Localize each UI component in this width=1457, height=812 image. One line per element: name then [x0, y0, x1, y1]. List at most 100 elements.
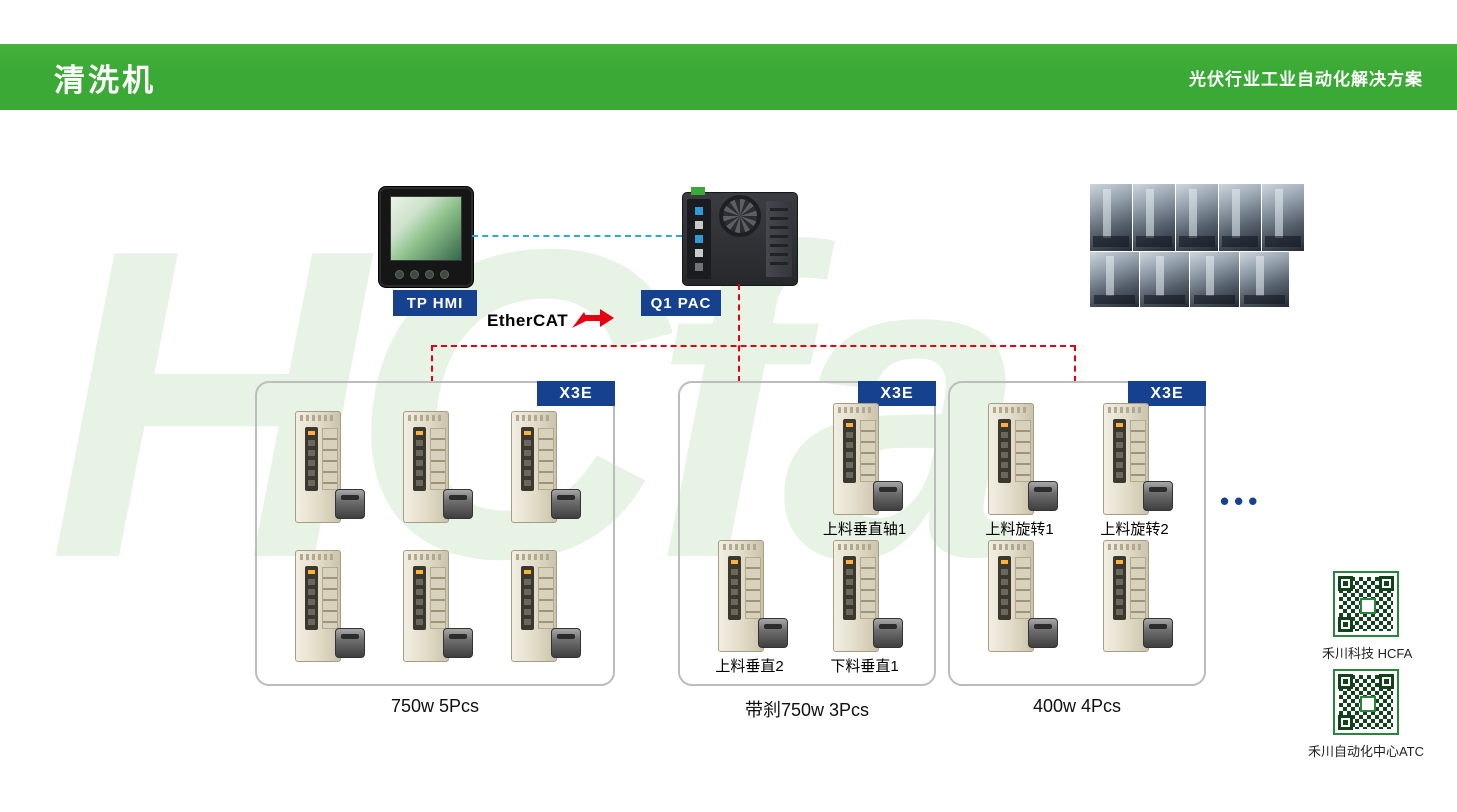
ethercat-bus-drop-group1	[431, 345, 433, 382]
servo-motor	[335, 489, 365, 519]
drive-connectors	[538, 566, 554, 629]
qr-finder-icon	[1338, 674, 1353, 689]
servo-motor	[872, 481, 903, 511]
more-axes-ellipsis: •••	[1220, 486, 1263, 516]
drive-cell	[1097, 539, 1173, 652]
machine-photo	[1090, 184, 1132, 251]
hmi-pac-link-line	[472, 235, 682, 237]
x3e-module-tag: X3E	[1128, 381, 1206, 406]
servo-motor	[872, 617, 903, 648]
pac-terminal-strip	[687, 199, 711, 279]
drive-connectors	[1014, 556, 1031, 619]
group-caption-400w: 400w 4Pcs	[1032, 696, 1122, 716]
machine-photos-grid	[1090, 184, 1304, 308]
qr-finder-icon	[1379, 576, 1394, 591]
hmi-button	[425, 270, 434, 279]
servo-group-box-brake750w: X3E 上料垂直轴1 上料垂直2 下料垂直1	[678, 381, 936, 686]
drive-connectors	[1129, 556, 1146, 619]
qr-finder-icon	[1379, 674, 1394, 689]
drive-connectors	[744, 556, 761, 619]
header-subtitle: 光伏行业工业自动化解决方案	[1189, 69, 1423, 89]
q1-pac-label: Q1 PAC	[641, 290, 721, 316]
drive-connectors	[430, 428, 446, 490]
drive-connectors	[430, 566, 446, 629]
qr-finder-icon	[1338, 715, 1353, 730]
ethercat-label: EtherCAT	[487, 311, 569, 330]
servo-drive-image	[289, 411, 365, 523]
machine-photo	[1090, 252, 1139, 307]
drive-connectors	[1129, 420, 1146, 482]
qr-code-atc: 禾川自动化中心ATC	[1301, 669, 1431, 760]
drive-connectors	[322, 566, 338, 629]
qr-finder-icon	[1338, 617, 1353, 632]
drive-cell: 上料垂直2	[712, 539, 788, 676]
drive-front-panel	[305, 565, 318, 630]
hmi-screen	[390, 196, 462, 261]
servo-drive-image	[505, 549, 581, 662]
machine-photo	[1176, 184, 1218, 251]
pac-connector-nub	[691, 187, 705, 195]
drive-connectors	[859, 556, 876, 619]
drive-axis-label: 上料旋转2	[1100, 521, 1169, 538]
drive-axis-label: 上料垂直2	[715, 657, 784, 675]
ethercat-arrow-icon	[572, 309, 615, 328]
machine-photo	[1262, 184, 1304, 251]
drive-connectors	[859, 420, 876, 482]
x3e-module-tag: X3E	[858, 381, 936, 406]
drive-cell: 下料垂直1	[827, 539, 903, 676]
machine-photo	[1190, 252, 1239, 307]
servo-drive-image	[397, 411, 473, 523]
hmi-button	[395, 270, 404, 279]
drive-cell: 上料旋转2	[1097, 403, 1173, 539]
hmi-button	[410, 270, 419, 279]
drive-front-panel	[413, 427, 426, 491]
machine-photos-row	[1090, 252, 1304, 307]
ethercat-bus-drop-group3	[1074, 345, 1076, 382]
q1-pac-device-image	[682, 187, 798, 286]
machine-photos-row	[1090, 184, 1304, 251]
servo-drive-image	[827, 403, 903, 515]
servo-motor	[551, 627, 581, 658]
servo-drive-image	[505, 411, 581, 523]
drive-grid	[273, 411, 597, 666]
servo-drive-image	[712, 539, 788, 652]
drive-cell: 上料旋转1	[982, 403, 1058, 539]
machine-photo	[1219, 184, 1261, 251]
servo-drive-image	[289, 549, 365, 662]
drive-front-panel	[842, 419, 856, 483]
pac-io-panel	[766, 201, 792, 277]
ethercat-bus-line-vertical	[738, 284, 740, 382]
qr-finder-icon	[1338, 576, 1353, 591]
machine-photo	[1240, 252, 1289, 307]
servo-drive-image	[1097, 403, 1173, 515]
drive-axis-label: 上料旋转1	[985, 521, 1054, 538]
header-bar: 清洗机 光伏行业工业自动化解决方案	[0, 44, 1457, 110]
servo-motor	[443, 489, 473, 519]
drive-connectors	[1014, 420, 1031, 482]
servo-motor	[1142, 617, 1173, 648]
drive-front-panel	[997, 419, 1011, 483]
machine-photo	[1140, 252, 1189, 307]
servo-motor	[551, 489, 581, 519]
drive-grid: 上料旋转1 上料旋转2	[962, 403, 1192, 676]
machine-photo	[1133, 184, 1175, 251]
servo-motor	[757, 617, 788, 648]
drive-cell	[982, 539, 1058, 652]
drive-front-panel	[305, 427, 318, 491]
servo-motor	[1027, 617, 1058, 648]
drive-grid: 上料垂直轴1 上料垂直2 下料垂直1	[692, 403, 922, 676]
group-caption-brake750w: 带刹750w 3Pcs	[744, 700, 870, 720]
servo-group-box-750w: X3E	[255, 381, 615, 686]
x3e-module-tag: X3E	[537, 381, 615, 406]
qr-logo-icon	[1360, 598, 1376, 614]
servo-motor	[335, 627, 365, 658]
ethercat-logo: EtherCAT	[487, 309, 616, 331]
servo-motor	[443, 627, 473, 658]
qr-logo-icon	[1360, 696, 1376, 712]
qr-label: 禾川自动化中心ATC	[1307, 744, 1425, 759]
drive-cell: 上料垂直轴1	[823, 403, 906, 539]
qr-label: 禾川科技 HCFA	[1322, 646, 1413, 661]
drive-connectors	[538, 428, 554, 490]
drive-front-panel	[997, 555, 1011, 620]
